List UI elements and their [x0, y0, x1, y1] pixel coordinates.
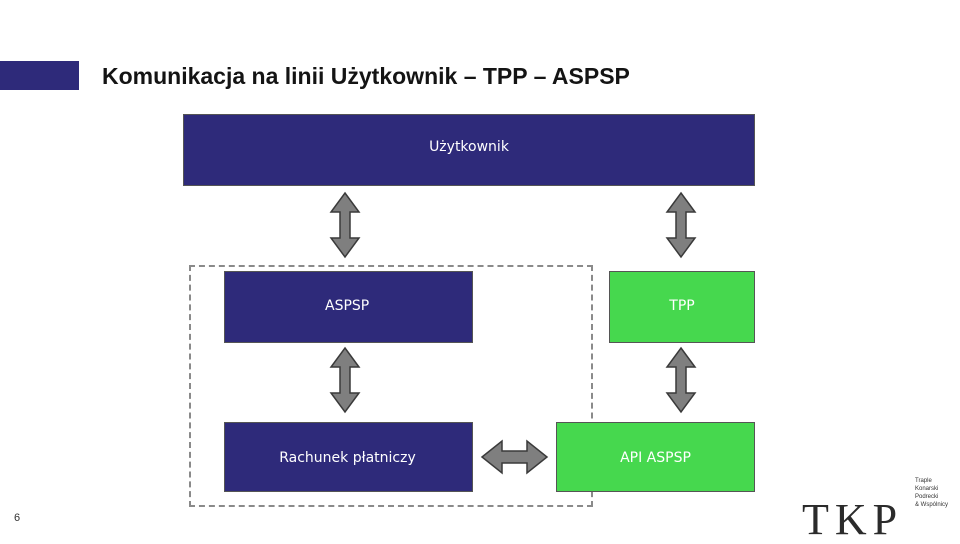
- box-tpp: TPP: [609, 271, 755, 343]
- double-arrow-tpp-api: [665, 346, 697, 414]
- slide-title: Komunikacja na linii Użytkownik – TPP – …: [102, 63, 630, 89]
- box-rachunek-label: Rachunek płatniczy: [279, 450, 416, 466]
- logo-name-line: Traple: [915, 478, 932, 484]
- double-arrow-rachunek-api: [480, 439, 549, 475]
- box-aspsp: ASPSP: [224, 271, 473, 343]
- box-aspsp-label: ASPSP: [325, 298, 370, 314]
- tkp-logo-names: Traple Konarski Podrecki & Wspólnicy: [915, 477, 960, 509]
- logo-name-line: Podrecki: [915, 494, 939, 500]
- box-api-aspsp: API ASPSP: [556, 422, 755, 492]
- aspsp-group-dashed-frame: [189, 265, 593, 507]
- double-arrow-uzytkownik-aspsp: [329, 191, 361, 259]
- logo-name-line: Konarski: [915, 486, 939, 492]
- tkp-logo-letters: TKP: [802, 495, 904, 544]
- double-arrow-aspsp-rachunek: [329, 346, 361, 414]
- logo-name-line: & Wspólnicy: [915, 502, 949, 508]
- box-rachunek-platniczy: Rachunek płatniczy: [224, 422, 473, 492]
- box-uzytkownik: Użytkownik: [183, 114, 755, 186]
- box-uzytkownik-label: Użytkownik: [429, 139, 509, 155]
- title-accent-bar: [0, 61, 79, 90]
- page-number: 6: [14, 512, 21, 524]
- box-tpp-label: TPP: [669, 298, 695, 314]
- double-arrow-uzytkownik-tpp: [665, 191, 697, 259]
- box-api-label: API ASPSP: [620, 450, 691, 466]
